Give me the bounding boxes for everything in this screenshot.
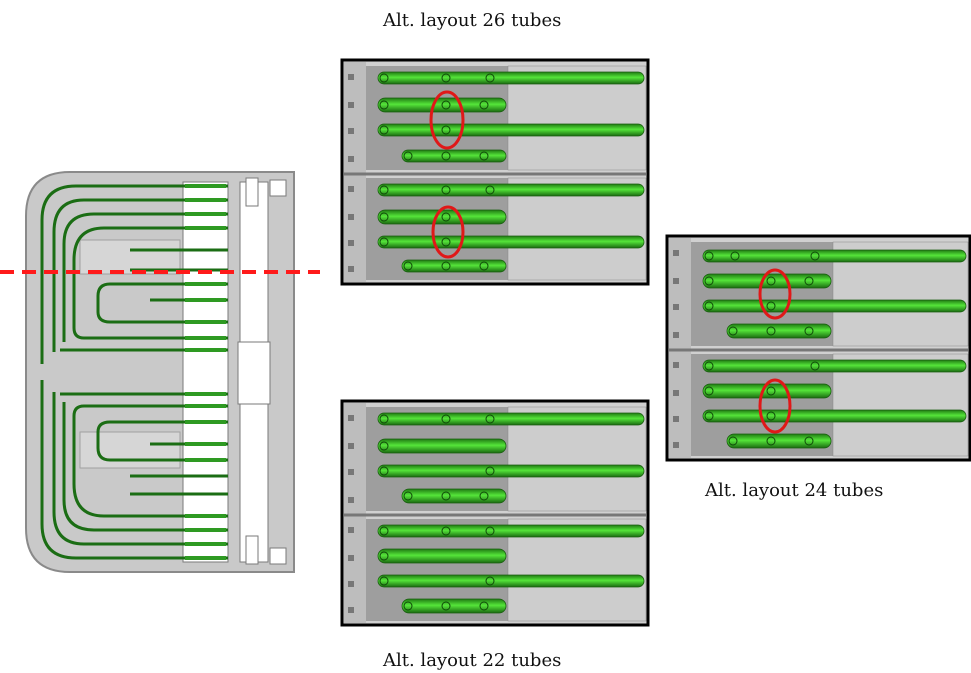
tube-stubs <box>185 184 226 560</box>
manifold-overview <box>0 171 320 573</box>
panel-layout-26 <box>340 58 650 286</box>
caption-layout-22: Alt. layout 22 tubes <box>383 650 562 671</box>
highlight-circle <box>758 378 792 434</box>
panel-layout-24 <box>665 234 971 462</box>
channel-openings <box>182 181 269 563</box>
caption-layout-26: Alt. layout 26 tubes <box>383 10 562 31</box>
outlet-ports <box>237 177 287 565</box>
panel-layout-22 <box>340 399 650 627</box>
caption-layout-24: Alt. layout 24 tubes <box>705 480 884 501</box>
highlight-circle <box>429 90 465 150</box>
highlight-circle <box>758 268 792 320</box>
highlight-circle <box>431 205 465 259</box>
